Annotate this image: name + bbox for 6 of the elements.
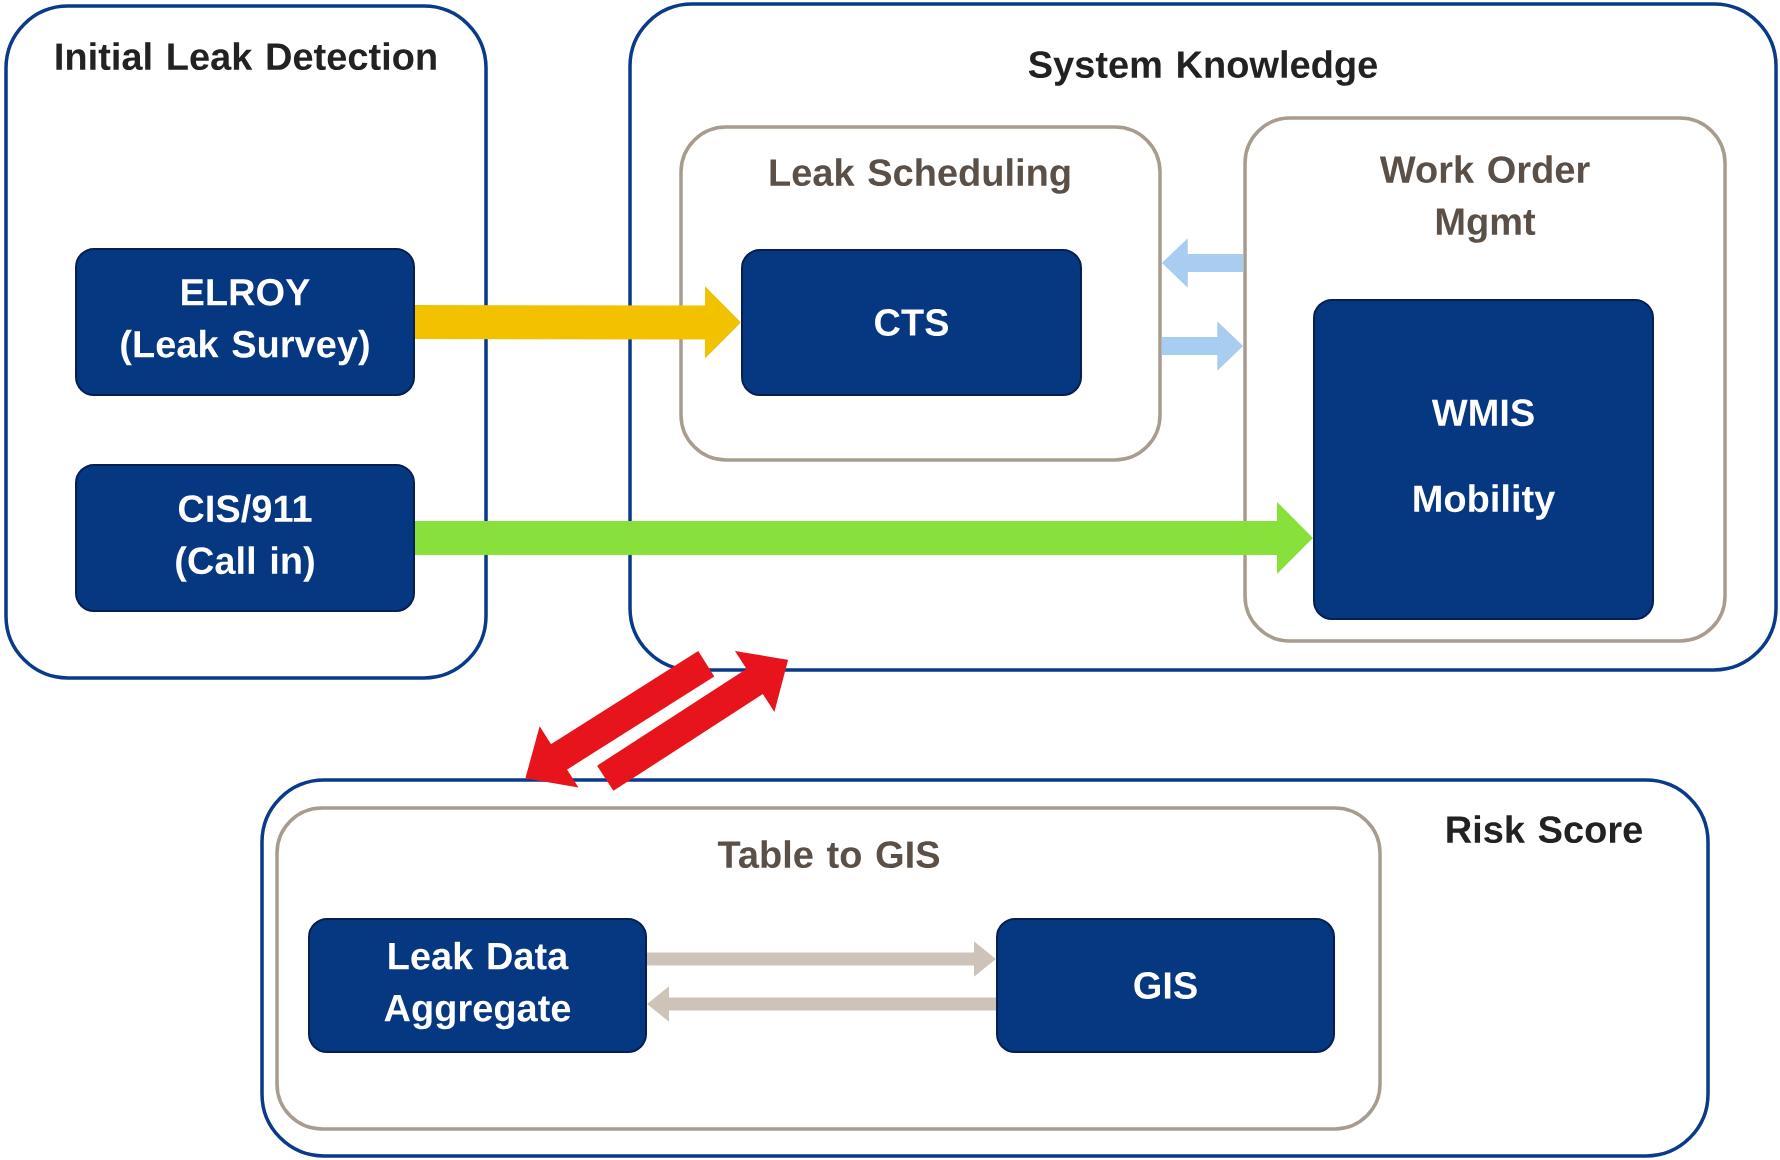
system-box: WMIS Mobility [1313,299,1654,620]
system-box: CIS/911 (Call in) [75,464,415,612]
system-box: Leak Data Aggregate [308,918,647,1053]
system-box: GIS [996,918,1335,1053]
system-box: ELROY (Leak Survey) [75,248,415,396]
system-box: CTS [741,249,1082,396]
